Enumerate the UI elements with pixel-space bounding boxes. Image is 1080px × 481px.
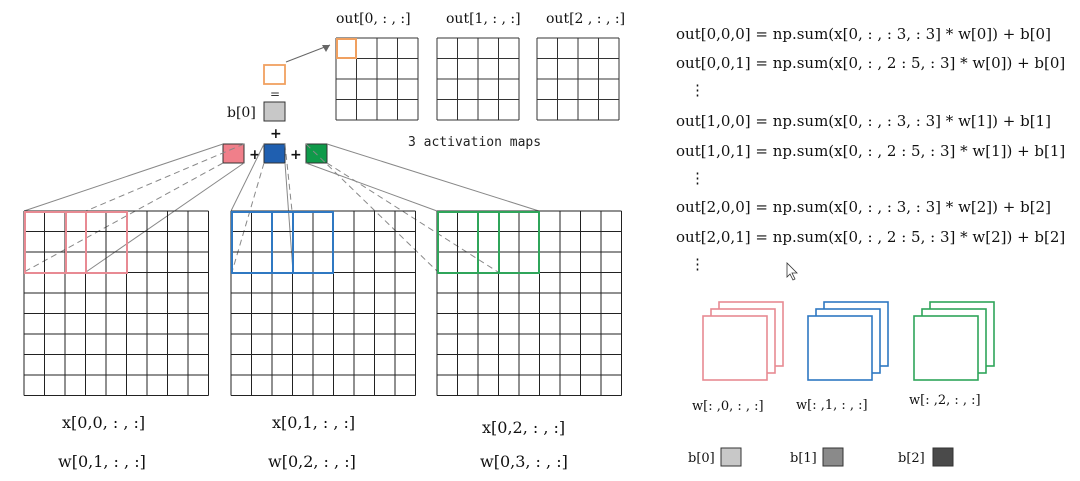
connector-line bbox=[23, 143, 224, 212]
bias-legend-box-0 bbox=[720, 447, 742, 467]
patch-blue-a bbox=[231, 211, 294, 274]
connector-line bbox=[85, 162, 245, 273]
filter-label-1: w[: ,1, : , :] bbox=[796, 398, 868, 413]
filter-stack-blue-layer bbox=[807, 315, 873, 381]
plus-sign-right: + bbox=[290, 147, 302, 163]
input-grid-2 bbox=[436, 210, 622, 396]
patch-green-a bbox=[437, 211, 500, 274]
equation-5: ⋮ bbox=[690, 169, 705, 187]
bias-legend-box-1 bbox=[822, 447, 844, 467]
activation-maps-caption: 3 activation maps bbox=[408, 135, 541, 150]
connector-line bbox=[326, 143, 540, 212]
connector-line bbox=[23, 162, 224, 273]
patch-red-a bbox=[24, 211, 87, 274]
kernel-sum-red bbox=[222, 143, 245, 164]
sum-pipeline: = b[0] + + + bbox=[222, 44, 331, 164]
arrow-head bbox=[322, 45, 330, 52]
equation-4: out[1,0,1] = np.sum(x[0, : , 2 : 5, : 3]… bbox=[676, 142, 1065, 160]
bias-legend-label-2: b[2] bbox=[898, 451, 925, 466]
output-cell-box bbox=[263, 64, 286, 85]
equation-1: out[0,0,1] = np.sum(x[0, : , 2 : 5, : 3]… bbox=[676, 54, 1065, 72]
filter-label-2: w[: ,2, : , :] bbox=[909, 393, 981, 408]
connector-line bbox=[85, 143, 245, 212]
input-w-label-2: w[0,3, : , :] bbox=[480, 452, 568, 471]
filter-stack-red bbox=[702, 301, 784, 381]
equation-0: out[0,0,0] = np.sum(x[0, : , : 3, : 3] *… bbox=[676, 25, 1051, 43]
bias-label: b[0] bbox=[227, 105, 256, 121]
arrow-to-output bbox=[285, 44, 331, 63]
kernel-sum-blue bbox=[263, 143, 286, 164]
equation-3: out[1,0,0] = np.sum(x[0, : , : 3, : 3] *… bbox=[676, 112, 1051, 130]
patch-red-b bbox=[65, 211, 128, 274]
filter-stack-green bbox=[913, 301, 995, 381]
equation-2: ⋮ bbox=[690, 81, 705, 99]
input-grid-0 bbox=[23, 210, 209, 396]
connector-line bbox=[326, 162, 499, 273]
input-x-label-0: x[0,0, : , :] bbox=[62, 413, 145, 432]
input-grid-1 bbox=[230, 210, 416, 396]
connector-line bbox=[305, 162, 438, 212]
bias-box bbox=[263, 101, 286, 122]
equation-8: ⋮ bbox=[690, 255, 705, 273]
bias-legend: b[0] b[1] b[2] bbox=[688, 447, 954, 467]
input-x-label-2: x[0,2, : , :] bbox=[482, 418, 565, 437]
output-cell-highlight bbox=[336, 38, 357, 59]
activation-map-grid-2 bbox=[536, 37, 620, 121]
input-grids bbox=[23, 210, 622, 396]
activation-map-title-1: out[1, : , :] bbox=[446, 11, 521, 27]
plus-sign-left: + bbox=[249, 147, 261, 163]
activation-map-title-2: out[2 , : , :] bbox=[546, 11, 625, 27]
kernel-connectors bbox=[23, 143, 540, 273]
patch-blue-b bbox=[271, 211, 334, 274]
connector-line bbox=[230, 143, 265, 212]
connector-line bbox=[231, 162, 265, 273]
equations: out[0,0,0] = np.sum(x[0, : , : 3, : 3] *… bbox=[676, 25, 1065, 273]
bias-legend-box-2 bbox=[932, 447, 954, 467]
connector-line bbox=[284, 143, 293, 212]
filter-stack-blue bbox=[807, 301, 889, 381]
patch-green-b bbox=[477, 211, 540, 274]
activation-map-grid-1 bbox=[436, 37, 520, 121]
input-w-label-1: w[0,2, : , :] bbox=[268, 452, 356, 471]
filter-stack-red-layer bbox=[702, 315, 768, 381]
filter-stacks bbox=[702, 301, 995, 381]
plus-sign-top: + bbox=[270, 126, 282, 142]
connector-line bbox=[284, 162, 294, 273]
activation-map-grid-0 bbox=[335, 37, 419, 121]
activation-map-title-0: out[0, : , :] bbox=[336, 11, 411, 27]
mouse-cursor-icon bbox=[786, 262, 798, 281]
filter-label-0: w[: ,0, : , :] bbox=[692, 399, 764, 414]
input-w-label-0: w[0,1, : , :] bbox=[58, 452, 146, 471]
equals-sign: = bbox=[270, 87, 280, 101]
bias-legend-label-1: b[1] bbox=[790, 451, 817, 466]
bias-legend-label-0: b[0] bbox=[688, 451, 715, 466]
equation-6: out[2,0,0] = np.sum(x[0, : , : 3, : 3] *… bbox=[676, 198, 1051, 216]
input-labels: x[0,0, : , :] w[0,1, : , :] x[0,1, : , :… bbox=[58, 413, 568, 471]
activation-maps: out[0, : , :] out[1, : , :] out[2 , : , … bbox=[335, 11, 625, 150]
input-x-label-1: x[0,1, : , :] bbox=[272, 413, 355, 432]
equation-7: out[2,0,1] = np.sum(x[0, : , 2 : 5, : 3]… bbox=[676, 228, 1065, 246]
filter-stack-green-layer bbox=[913, 315, 979, 381]
